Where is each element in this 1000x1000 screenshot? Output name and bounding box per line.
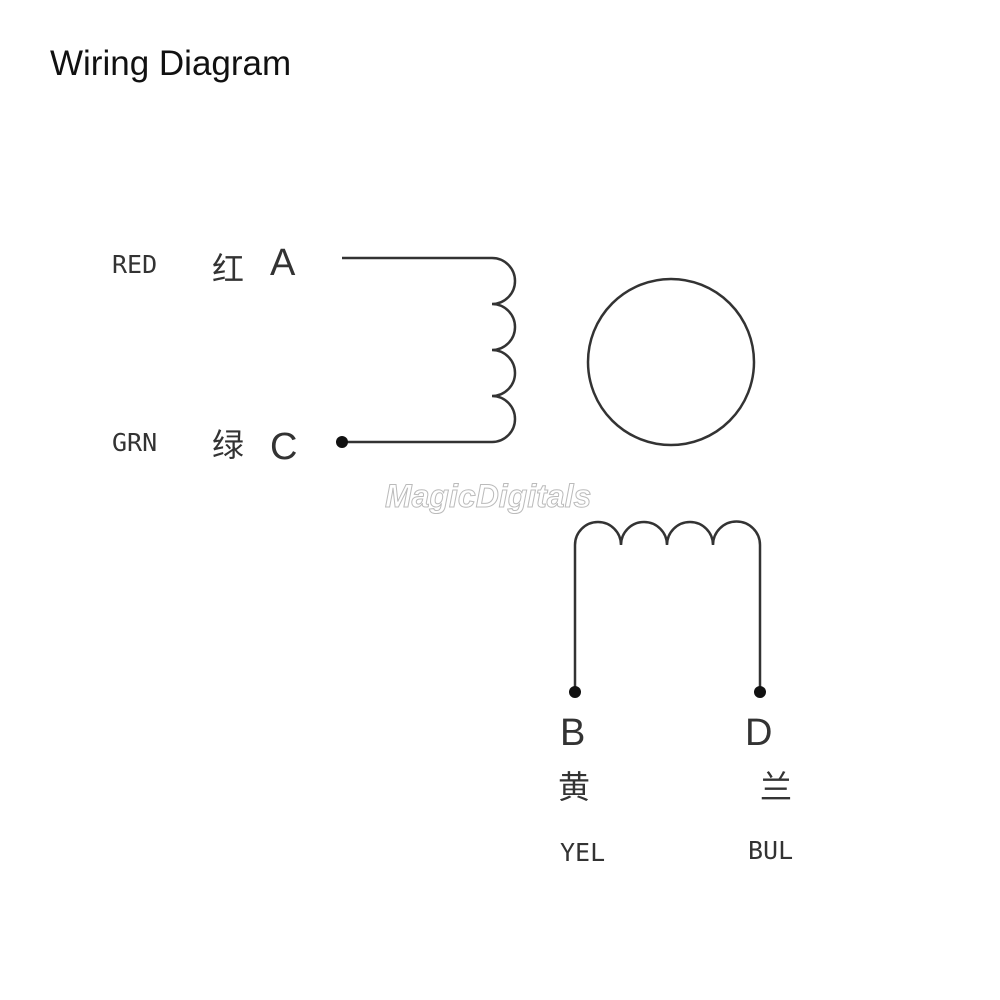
rotor-circle (586, 277, 756, 447)
terminal-dot-b (569, 686, 581, 698)
watermark: MagicDigitals (384, 478, 592, 515)
terminal-label-b: B (560, 712, 586, 754)
terminal-label-c: C (270, 426, 298, 468)
terminal-dot-d (754, 686, 766, 698)
terminal-dot-c (336, 436, 348, 448)
terminal-label-d: D (745, 712, 773, 754)
terminal-label-a: A (270, 242, 296, 284)
wire-chinese-b: 黄 (558, 768, 591, 806)
wire-label-bul: BUL (748, 836, 794, 865)
wire-chinese-a: 红 (212, 250, 245, 288)
coil-ac (342, 256, 517, 444)
wire-label-grn: GRN (112, 428, 158, 457)
wire-label-red: RED (112, 250, 158, 279)
wire-chinese-d: 兰 (760, 768, 793, 806)
wire-label-yel: YEL (560, 838, 606, 867)
coil-bd (573, 520, 762, 692)
page-title: Wiring Diagram (50, 44, 292, 83)
wire-chinese-c: 绿 (212, 426, 245, 464)
